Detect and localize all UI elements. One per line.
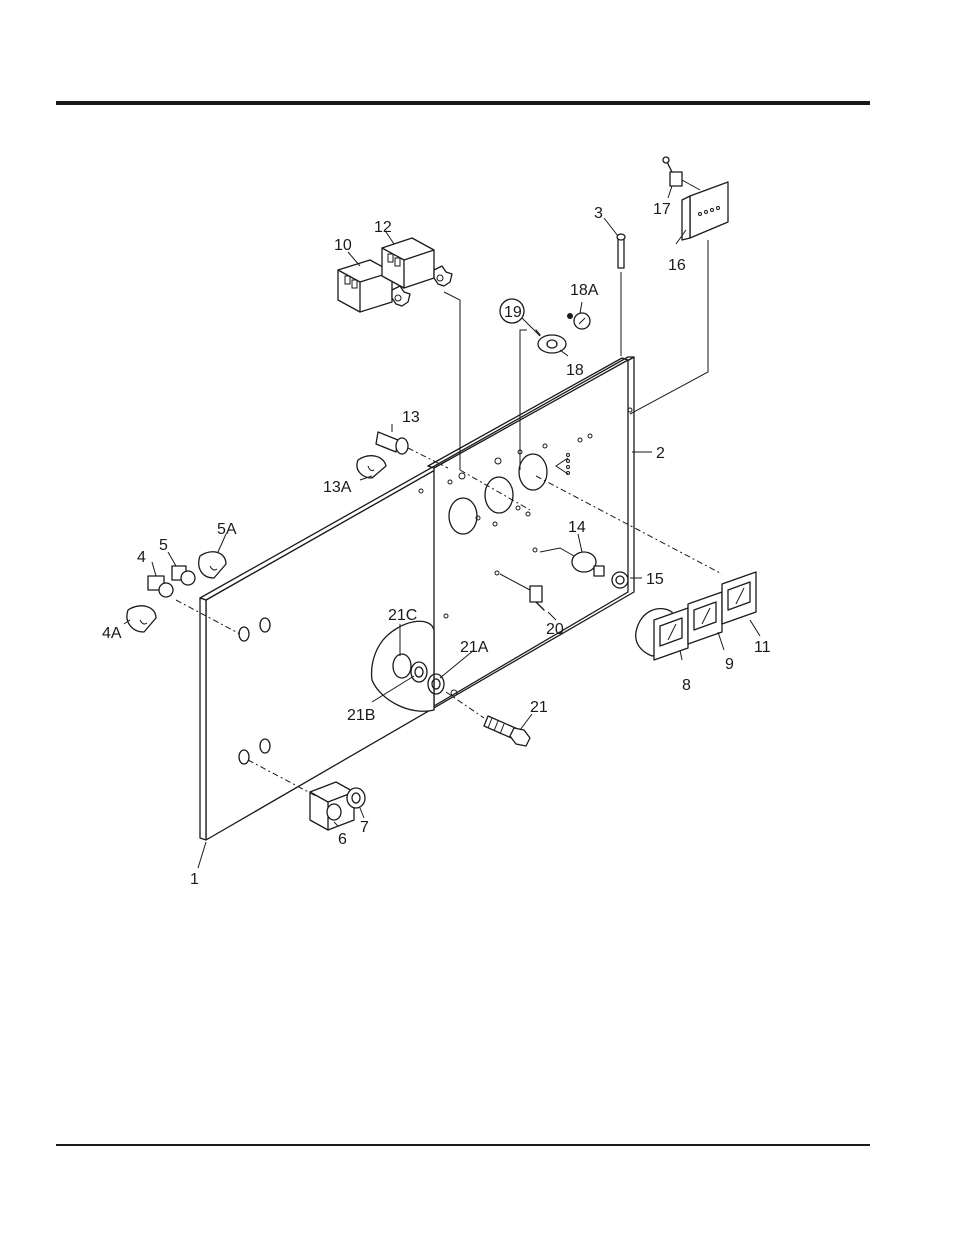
callout-4: 4 bbox=[137, 549, 146, 566]
callout-13a: 13A bbox=[323, 479, 352, 496]
knob-part-7 bbox=[347, 788, 365, 808]
indicator-part-18A bbox=[567, 313, 590, 329]
toggle-switch-part-17 bbox=[663, 157, 700, 190]
callout-11: 11 bbox=[754, 639, 771, 656]
lens-cap-part-5A bbox=[199, 552, 226, 578]
callout-21a: 21A bbox=[460, 639, 489, 656]
callout-14: 14 bbox=[568, 519, 586, 536]
meter-part-11 bbox=[722, 572, 756, 624]
callout-19: 19 bbox=[504, 304, 522, 321]
lamp-socket-part-13 bbox=[376, 432, 448, 468]
callout-7: 7 bbox=[360, 819, 369, 836]
callout-16: 16 bbox=[668, 257, 686, 274]
meter-part-9 bbox=[688, 592, 722, 644]
breaker-part-18 bbox=[536, 330, 566, 353]
callout-8: 8 bbox=[682, 677, 691, 694]
callout-13: 13 bbox=[402, 409, 420, 426]
rotary-switch-part-12 bbox=[382, 238, 452, 288]
callout-5: 5 bbox=[159, 537, 168, 554]
terminal-board-part-16 bbox=[630, 182, 728, 414]
callout-3: 3 bbox=[594, 205, 603, 222]
pilot-lamp-part-4 bbox=[148, 576, 173, 597]
callout-5a: 5A bbox=[217, 521, 237, 538]
lens-cap-part-4A bbox=[127, 606, 156, 632]
callout-12: 12 bbox=[374, 219, 392, 236]
callout-9: 9 bbox=[725, 656, 734, 673]
bolt-part-21 bbox=[446, 692, 530, 746]
callout-4a: 4A bbox=[102, 625, 122, 642]
switch-part-6 bbox=[310, 782, 354, 830]
inner-panel-part-2 bbox=[428, 358, 632, 706]
callout-2: 2 bbox=[656, 445, 665, 462]
callout-18: 18 bbox=[566, 362, 584, 379]
callout-17: 17 bbox=[653, 201, 671, 218]
callout-21: 21 bbox=[530, 699, 548, 716]
lamp-cover-part-13A bbox=[357, 456, 386, 478]
callout-20: 20 bbox=[546, 621, 564, 638]
callout-6: 6 bbox=[338, 831, 347, 848]
callout-21c: 21C bbox=[388, 607, 417, 624]
callout-15: 15 bbox=[646, 571, 664, 588]
rod-part-3 bbox=[617, 234, 625, 356]
knob-part-15 bbox=[612, 572, 628, 588]
pilot-lamp-part-5 bbox=[172, 566, 195, 585]
callout-10: 10 bbox=[334, 237, 352, 254]
callout-18a: 18A bbox=[570, 282, 599, 299]
callout-1: 1 bbox=[190, 871, 199, 888]
callout-21b: 21B bbox=[347, 707, 375, 724]
